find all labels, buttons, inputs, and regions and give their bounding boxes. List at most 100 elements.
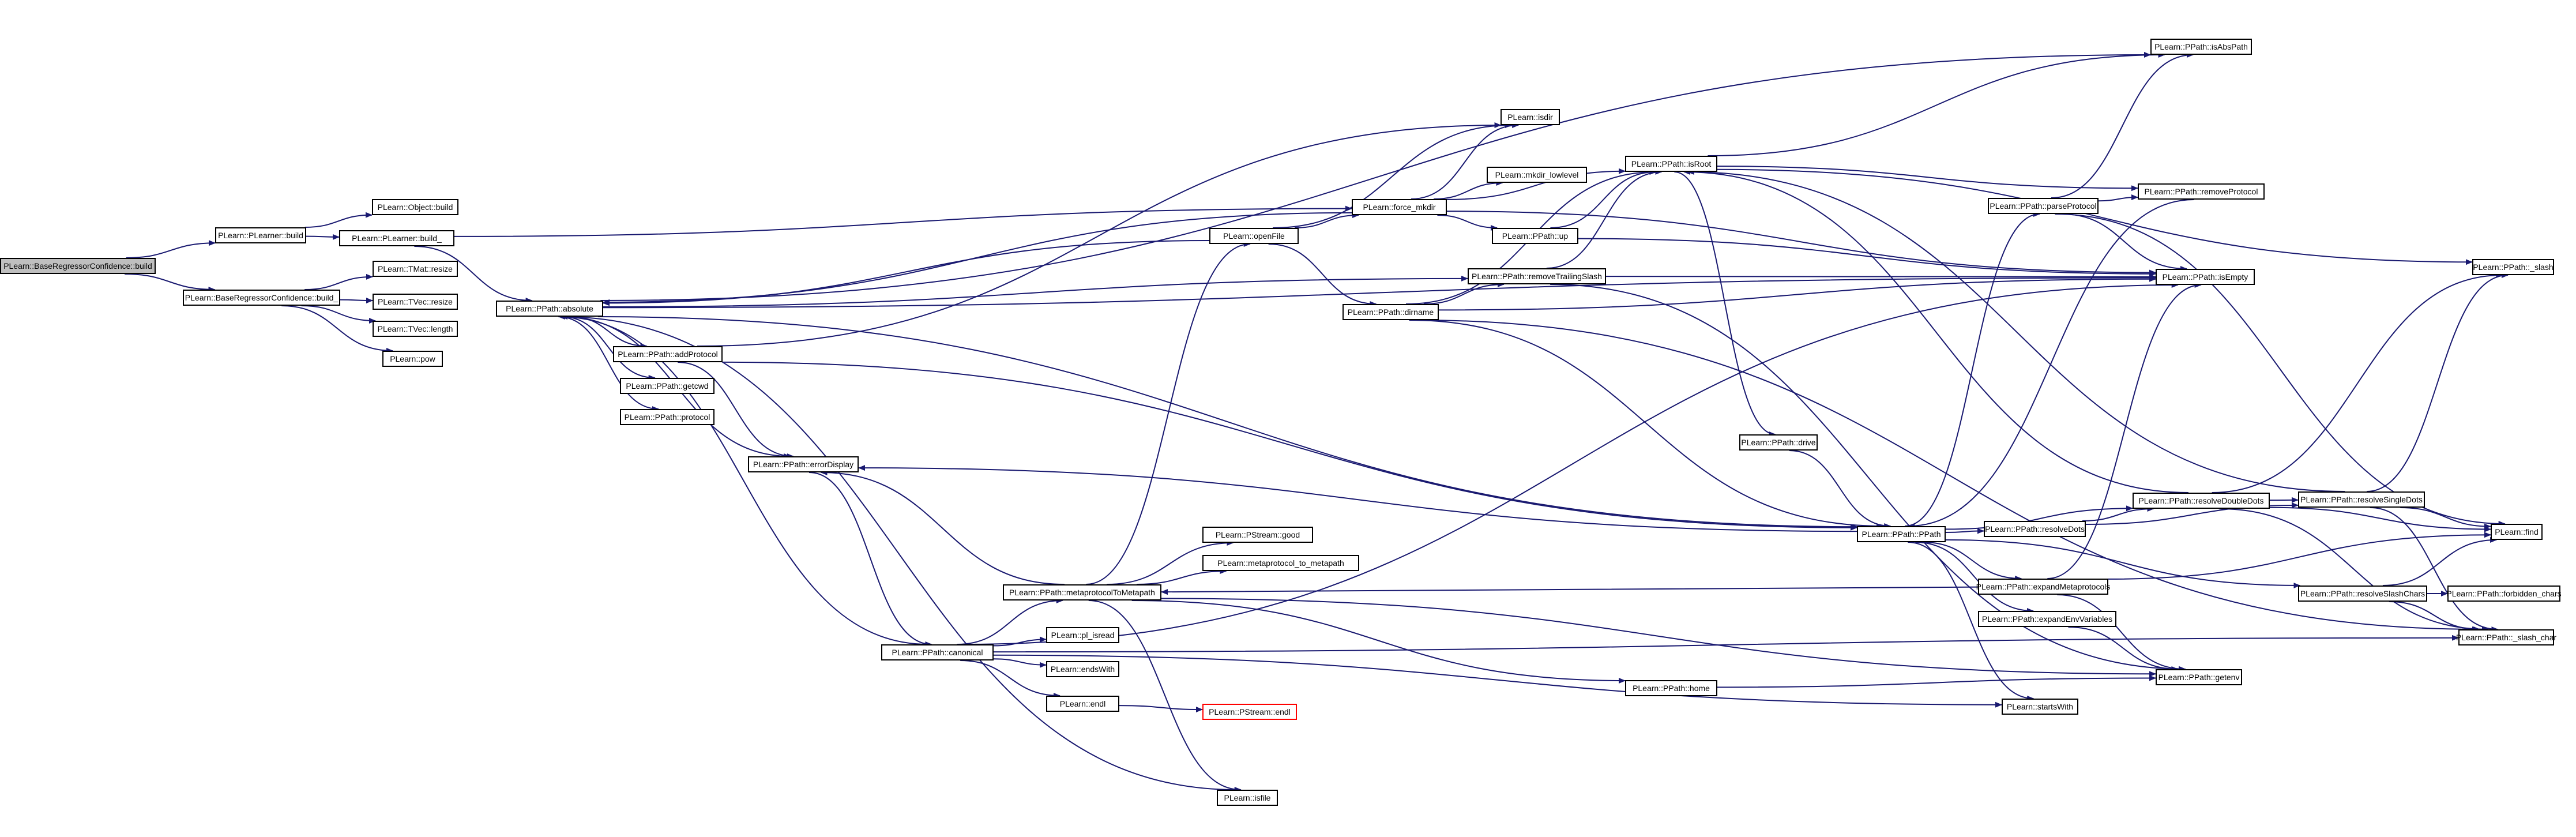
call-edge [1423, 281, 1505, 305]
call-edge [957, 598, 1063, 645]
call-edge [125, 273, 216, 292]
graph-node[interactable]: PLearn::PPath::resolveSlashChars [2298, 585, 2427, 602]
graph-node[interactable]: PLearn::PPath::forbidden_chars [2446, 585, 2562, 602]
graph-node[interactable]: PLearn::PPath::_slash_char [2456, 629, 2556, 645]
call-edge [340, 298, 373, 304]
call-edge [1605, 273, 2156, 280]
call-edge [1088, 600, 1242, 793]
graph-node[interactable]: PLearn::pow [382, 351, 443, 367]
graph-node[interactable]: PLearn::PPath::absolute [496, 301, 603, 317]
graph-node[interactable]: PLearn::TVec::length [373, 321, 458, 337]
call-edge [993, 654, 2002, 708]
graph-node[interactable]: PLearn::PStream::endl [1202, 704, 1297, 720]
call-edge [558, 316, 659, 412]
graph-node[interactable]: PLearn::PPath::isEmpty [2156, 269, 2255, 285]
call-edge [1086, 241, 1251, 585]
graph-node[interactable]: PLearn::PPath::getcwd [620, 378, 714, 394]
call-edge [2055, 213, 2506, 527]
call-edge [1708, 52, 2165, 156]
call-edge [1268, 243, 1377, 307]
graph-node[interactable]: PLearn::PPath::canonical [881, 644, 994, 660]
call-edge [2367, 272, 2509, 492]
call-edge [697, 122, 1502, 347]
call-edge [1945, 539, 2301, 588]
call-edge [1945, 505, 2133, 530]
graph-node[interactable]: PLearn::PPath::protocol [620, 409, 714, 425]
graph-node[interactable]: PLearn::PPath::isAbsPath [2150, 39, 2252, 55]
call-edge [1550, 169, 1657, 228]
call-edge [2098, 194, 2138, 202]
graph-node[interactable]: PLearn::PPath::isRoot [1625, 156, 1717, 172]
graph-node[interactable]: PLearn::PPath::addProtocol [613, 346, 723, 362]
call-edge [2061, 213, 2188, 272]
call-edge [2382, 537, 2498, 586]
graph-node[interactable]: PLearn::PPath::_slash [2472, 259, 2554, 275]
graph-node[interactable]: PLearn::PLearner::build [215, 227, 306, 243]
graph-node[interactable]: PLearn::openFile [1209, 228, 1299, 244]
graph-node[interactable]: PLearn::endl [1046, 696, 1119, 712]
call-edge [281, 305, 393, 354]
graph-node[interactable]: PLearn::PPath::resolveDoubleDots [2133, 493, 2270, 509]
graph-node[interactable]: PLearn::PPath::home [1625, 680, 1717, 696]
graph-node[interactable]: PLearn::PPath::metaprotocolToMetapath [1003, 584, 1161, 600]
graph-node[interactable]: PLearn::force_mkdir [1352, 199, 1447, 215]
call-edge [820, 470, 1065, 585]
call-edge [1908, 542, 2035, 701]
graph-node[interactable]: PLearn::Object::build [372, 199, 458, 215]
call-edge [1295, 212, 1359, 228]
graph-node[interactable]: PLearn::BaseRegressorConfidence::build_ [183, 290, 340, 306]
call-edge [2400, 507, 2491, 530]
graph-node[interactable]: PLearn::PPath::PPath [1857, 526, 1946, 542]
graph-node[interactable]: PLearn::PPath::resolveSingleDots [2298, 491, 2425, 508]
graph-node[interactable]: PLearn::metaprotocol_to_metapath [1202, 555, 1359, 571]
call-edge [2082, 506, 2154, 521]
graph-node[interactable]: PLearn::PPath::drive [1739, 434, 1818, 451]
call-edge [993, 635, 2459, 653]
graph-node[interactable]: PLearn::PPath::resolveDots [1984, 521, 2086, 537]
graph-node[interactable]: PLearn::find [2491, 524, 2543, 540]
graph-node[interactable]: PLearn::isdir [1501, 109, 1560, 125]
call-edge [1131, 600, 1626, 684]
call-edge [1446, 168, 1626, 200]
graph-node[interactable]: PLearn::PPath::up [1492, 228, 1578, 244]
call-edge [1908, 199, 2194, 529]
call-edge [603, 275, 2156, 309]
graph-node[interactable]: PLearn::PPath::expandEnvVariables [1978, 611, 2116, 627]
call-edge [1437, 215, 1498, 231]
graph-node[interactable]: PLearn::PPath::getenv [2156, 669, 2242, 685]
edge-layer [125, 51, 2509, 793]
graph-node[interactable]: PLearn::startsWith [2002, 699, 2078, 715]
call-edge [678, 362, 794, 459]
call-edge [1411, 122, 1520, 200]
graph-node[interactable]: PLearn::endsWith [1046, 661, 1119, 677]
graph-node[interactable]: PLearn::pl_isread [1046, 627, 1119, 643]
call-edge [722, 361, 1857, 531]
graph-node[interactable]: PLearn::PPath::dirname [1342, 304, 1439, 320]
call-edge [600, 51, 2151, 301]
graph-node[interactable]: PLearn::PLearner::build_ [339, 230, 454, 246]
call-edge [2051, 52, 2194, 198]
graph-node[interactable]: PLearn::TVec::resize [373, 294, 458, 310]
graph-node[interactable]: PLearn::isfile [1217, 790, 1278, 806]
call-edge [2212, 272, 2503, 493]
call-edge [1674, 171, 1776, 437]
graph-node[interactable]: PLearn::PPath::removeTrailingSlash [1468, 268, 1606, 284]
graph-node[interactable]: PLearn::PStream::good [1202, 527, 1313, 543]
call-edge [1434, 180, 1503, 200]
graph-node[interactable]: PLearn::mkdir_lowlevel [1487, 167, 1587, 183]
call-edge [1409, 320, 1883, 529]
graph-node[interactable]: PLearn::PPath::errorDisplay [748, 456, 859, 472]
call-edge [1107, 540, 1234, 585]
call-edge [1905, 211, 2040, 527]
call-edge [960, 660, 1061, 699]
call-edge [964, 282, 2179, 645]
graph-node[interactable]: PLearn::PPath::parseProtocol [1988, 198, 2099, 214]
graph-node[interactable]: PLearn::PPath::expandMetaprotocols [1976, 579, 2110, 595]
call-edge [2047, 282, 2202, 579]
call-edge [2068, 626, 2179, 672]
graph-node[interactable]: PLearn::PPath::removeProtocol [2138, 183, 2265, 200]
call-edge [858, 465, 1857, 532]
call-edge [301, 305, 376, 324]
call-edge [1717, 166, 2138, 192]
graph-node[interactable]: PLearn::TMat::resize [373, 261, 458, 277]
